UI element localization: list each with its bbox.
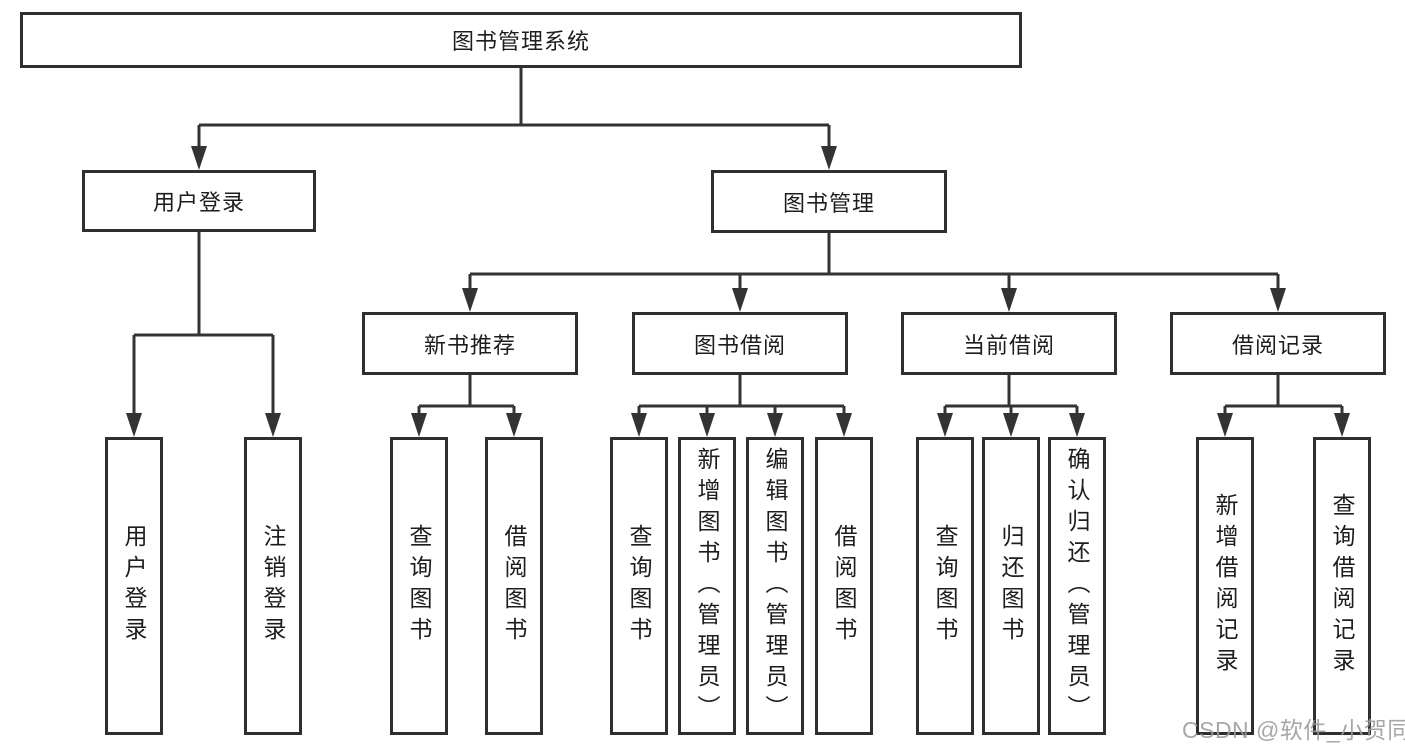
node-bw-query-books: 查询图书 [610, 437, 668, 735]
node-book-borrowing: 图书借阅 [632, 312, 848, 375]
node-cb-confirm-return-admin: 确认归还（管理员） [1048, 437, 1106, 735]
node-nb-query-books: 查询图书 [390, 437, 448, 735]
node-nb-borrow-books: 借阅图书 [485, 437, 543, 735]
node-library-system: 图书管理系统 [20, 12, 1022, 68]
node-user-login-leaf: 用户登录 [105, 437, 163, 735]
node-current-borrowing: 当前借阅 [901, 312, 1117, 375]
node-bw-edit-books-admin: 编辑图书（管理员） [746, 437, 804, 735]
node-logout: 注销登录 [244, 437, 302, 735]
node-rc-add-record: 新增借阅记录 [1196, 437, 1254, 735]
node-bw-add-books-admin: 新增图书（管理员） [678, 437, 736, 735]
node-rc-query-record: 查询借阅记录 [1313, 437, 1371, 735]
csdn-watermark: CSDN @软件_小贺同学 [1182, 717, 1405, 743]
node-book-management: 图书管理 [711, 170, 947, 233]
node-borrowing-records: 借阅记录 [1170, 312, 1386, 375]
node-cb-query-books: 查询图书 [916, 437, 974, 735]
node-new-book-recommend: 新书推荐 [362, 312, 578, 375]
node-cb-return-books: 归还图书 [982, 437, 1040, 735]
node-user-login: 用户登录 [82, 170, 316, 232]
node-bw-borrow-books: 借阅图书 [815, 437, 873, 735]
